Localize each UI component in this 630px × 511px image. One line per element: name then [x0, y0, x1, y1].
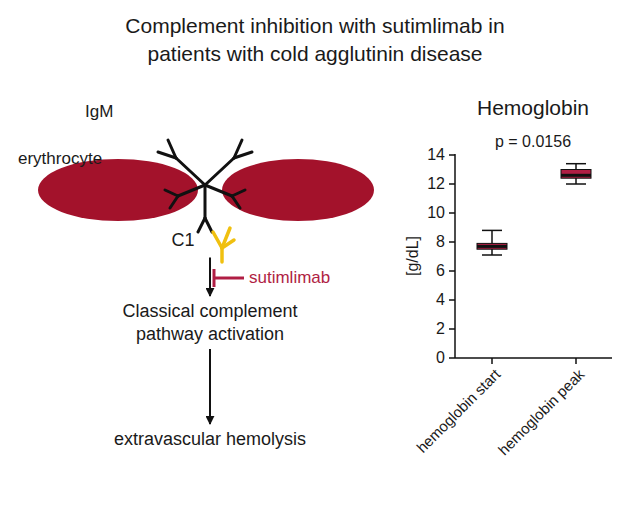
tick-label: 14 — [427, 146, 445, 164]
outcome-step: extravascular hemolysis — [103, 428, 318, 451]
tick-label: 6 — [436, 262, 445, 280]
tick-label: 2 — [436, 320, 445, 338]
tick-label: 10 — [427, 204, 445, 222]
tick-label: 12 — [427, 175, 445, 193]
node-text: C1 — [171, 229, 194, 252]
c1-symbol — [213, 228, 234, 262]
node-text: Classical complement pathway activation — [103, 300, 318, 345]
c1-label: C1 — [171, 229, 194, 252]
flow-arrow — [209, 258, 211, 297]
inhibition-symbol — [214, 269, 244, 287]
tick-label: 0 — [436, 349, 445, 367]
axis-title: [g/dL] — [404, 236, 422, 276]
igm-symbol — [158, 140, 252, 232]
title: Complement inhibition with sutimlimab in… — [110, 12, 520, 69]
box-plot — [477, 230, 507, 255]
node-text: extravascular hemolysis — [103, 428, 318, 451]
pathway-step: Classical complement pathway activation — [103, 300, 318, 345]
box-plot — [561, 164, 591, 184]
p-value: p = 0.0156 — [495, 133, 571, 151]
drug-label: sutimlimab — [249, 269, 330, 288]
y-axis — [449, 154, 612, 364]
erythrocyte-shape — [222, 159, 374, 221]
erythrocyte-shape — [38, 159, 198, 221]
flow-arrow — [209, 349, 211, 424]
tick-label: 8 — [436, 233, 445, 251]
category-label: hemoglobin start — [414, 366, 504, 456]
cell-label: erythrocyte — [18, 150, 102, 169]
antibody-label: IgM — [85, 103, 113, 122]
tick-label: 4 — [436, 291, 445, 309]
chart-title: Hemoglobin — [477, 96, 589, 119]
category-label: hemoglobin peak — [495, 366, 587, 458]
